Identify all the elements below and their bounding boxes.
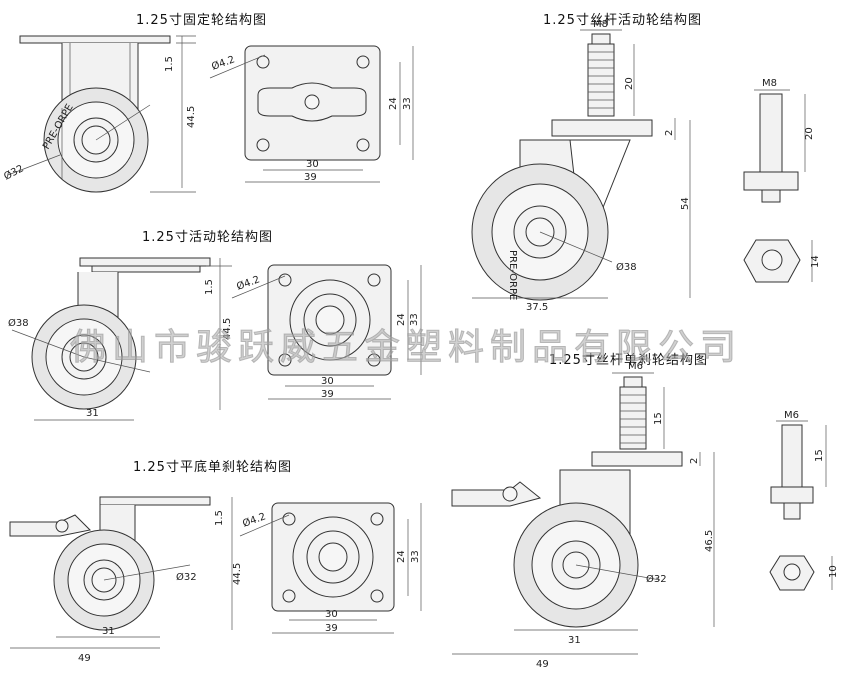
dim-mount-thickness: 1.5 (164, 56, 175, 72)
dim-plate-width: 39 (304, 172, 317, 183)
dim-hole-spacing-y: 24 (388, 97, 399, 110)
dim-hole-spacing-x-3: 30 (325, 609, 338, 620)
dim-wheel-width-3: 31 (102, 626, 115, 637)
dim-stem-thread: M8 (593, 19, 608, 30)
flat-brake-caster-top-plate (239, 502, 422, 634)
dim-plate-gap: 2 (664, 130, 675, 136)
dim-bolt-thread-m6: M6 (784, 410, 799, 421)
dim-total-height: 44.5 (186, 106, 197, 128)
dim-hole-spacing-x-2: 30 (321, 376, 334, 387)
dim-wheel-diameter-2: Ø38 (8, 317, 29, 329)
dim-plate-length-3: 33 (410, 550, 421, 563)
swivel-caster-top-plate (231, 264, 422, 400)
dim-plate-length: 33 (402, 97, 413, 110)
dim-mount-thickness-3: 1.5 (214, 510, 225, 526)
dim-bolt-length-m8: 20 (804, 127, 815, 140)
dim-hole-spacing-x: 30 (306, 159, 319, 170)
dim-wheel-diameter-3: Ø32 (176, 571, 197, 583)
flat-brake-caster-side-view (9, 496, 233, 649)
dim-wheel-diameter-4: Ø38 (616, 261, 637, 273)
wheel-print-text-4: PRE-ORPE (507, 250, 518, 300)
dim-total-height-2: 44.5 (222, 318, 233, 340)
dim-total-height-5: 46.5 (704, 530, 715, 552)
dim-bolt-length-m6: 15 (814, 449, 825, 462)
dim-hole-diameter-3: Ø4.2 (241, 510, 267, 529)
swivel-caster-side-view (11, 257, 232, 421)
dim-nut-width-m8: 14 (810, 255, 821, 268)
dim-bolt-thread-m8: M8 (762, 78, 777, 89)
fixed-caster-side-view (7, 35, 196, 193)
dim-hole-spacing-y-3: 24 (396, 550, 407, 563)
dim-wheel-width-4: 37.5 (526, 302, 548, 313)
dim-total-height-3: 44.5 (232, 563, 243, 585)
stem-brake-caster-side-view (451, 372, 715, 655)
dim-wheel-diameter: Ø32 (2, 162, 26, 182)
dim-stem-length: 20 (624, 77, 635, 90)
dim-plate-gap-5: 2 (689, 458, 700, 464)
m6-bolt-detail (769, 420, 833, 591)
dim-hole-diameter: Ø4.2 (210, 53, 236, 72)
dim-mount-thickness-2: 1.5 (204, 279, 215, 295)
title-stem-brake-caster: 1.25寸丝杆单刹轮结构图 (549, 353, 708, 368)
dim-overall-length-5: 49 (536, 659, 549, 670)
dim-overall-length-3: 49 (78, 653, 91, 664)
title-stem-swivel-caster: 1.25寸丝杆活动轮结构图 (543, 13, 702, 28)
dim-stem-length-5: 15 (653, 412, 664, 425)
dim-total-height-4: 54 (680, 197, 691, 210)
title-fixed-caster: 1.25寸固定轮结构图 (136, 13, 267, 28)
dim-stem-thread-m6: M6 (628, 361, 643, 372)
title-swivel-caster: 1.25寸活动轮结构图 (142, 230, 273, 245)
dim-plate-width-3: 39 (325, 623, 338, 634)
fixed-caster-top-plate (209, 45, 414, 183)
dim-hole-diameter-2: Ø4.2 (235, 273, 261, 292)
m8-bolt-detail (743, 89, 813, 283)
dim-plate-width-2: 39 (321, 389, 334, 400)
dim-plate-length-2: 33 (409, 313, 420, 326)
stem-swivel-caster-side-view (471, 29, 691, 301)
dim-wheel-width-5: 31 (568, 635, 581, 646)
dim-hole-spacing-y-2: 24 (396, 313, 407, 326)
dim-nut-width-m6: 10 (828, 565, 839, 578)
company-watermark: 佛山市骏跃威五金塑料制品有限公司 (69, 327, 743, 369)
dim-wheel-width-2: 31 (86, 408, 99, 419)
dim-wheel-diameter-5: Ø32 (646, 573, 667, 585)
title-flat-brake-caster: 1.25寸平底单刹轮结构图 (133, 460, 292, 475)
